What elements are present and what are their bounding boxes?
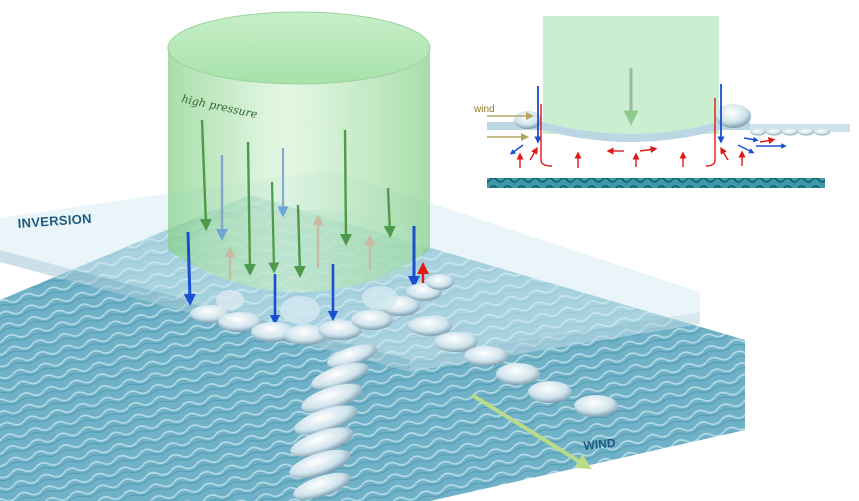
red-circulation-right [705,98,716,167]
inversion-label: INVERSION [17,211,92,231]
arrow-up-icon [529,146,538,161]
red-circulation-left [540,104,553,167]
arrow-down-icon [268,181,280,274]
arrow-down-icon [243,141,256,276]
arrow-down-icon [183,231,196,306]
arrow-down-icon [339,129,352,246]
arrow-up-icon [720,146,729,161]
arrow-down-icon [383,187,396,238]
cloud-street-south [289,344,377,500]
inset-wind-label: wind [473,104,495,115]
arrow-diagonal-icon [470,393,592,470]
cloud-street-east [408,316,618,417]
arrow-right-icon [639,146,658,153]
downdraft-arrows [199,119,396,280]
inset-cross-section [487,16,850,188]
arrow-out-icon [509,144,524,155]
cloud-ring [190,274,454,345]
inset-inversion-layer [487,122,750,142]
arrow-out-icon [743,136,759,143]
arrow-out-icon [759,137,776,145]
arrow-down-icon [199,119,212,231]
inset-sea-surface [487,178,825,188]
arrow-down-icon [293,204,306,278]
arrow-out-icon [737,144,755,154]
wind-label: WIND [583,436,617,453]
